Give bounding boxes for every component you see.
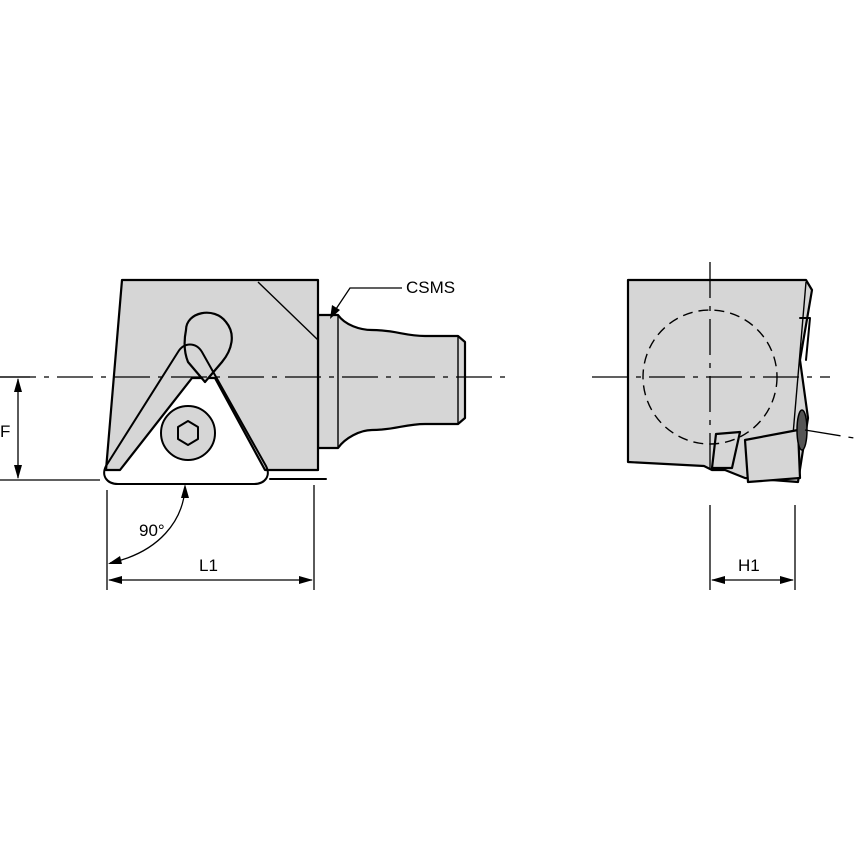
csms-leader-arrow (330, 305, 340, 319)
end-view (592, 262, 854, 484)
hex-socket-icon (177, 420, 199, 446)
f-label: F (0, 422, 10, 441)
h1-arrow-right (780, 576, 794, 584)
f-arrow-top (14, 378, 22, 392)
csms-label: CSMS (406, 278, 455, 297)
triangular-insert (103, 343, 269, 485)
angle-label: 90° (139, 521, 165, 540)
end-view-clamp-block (743, 428, 802, 484)
l1-arrow-right (299, 576, 313, 584)
holder-chamfer-line (257, 281, 319, 341)
insert-screw (160, 405, 216, 461)
f-arrow-bottom (14, 465, 22, 479)
angle-arrow-top (181, 484, 189, 498)
dimensions: CSMS F L1 90° H1 (0, 278, 796, 590)
l1-label: L1 (199, 556, 218, 575)
csms-leader (333, 287, 402, 313)
end-view-screw-axis (804, 429, 854, 439)
clamp-slot (183, 311, 233, 384)
coupling-shank (316, 313, 467, 450)
end-view-insert-slot (799, 317, 811, 361)
h1-arrow-left (711, 576, 725, 584)
l1-arrow-left (108, 576, 122, 584)
angle-arc (109, 487, 186, 564)
end-view-insert (710, 430, 742, 470)
side-view (0, 278, 505, 485)
h1-label: H1 (738, 556, 760, 575)
holder-left-edge (105, 279, 123, 471)
angle-arrow-bottom (108, 556, 122, 564)
